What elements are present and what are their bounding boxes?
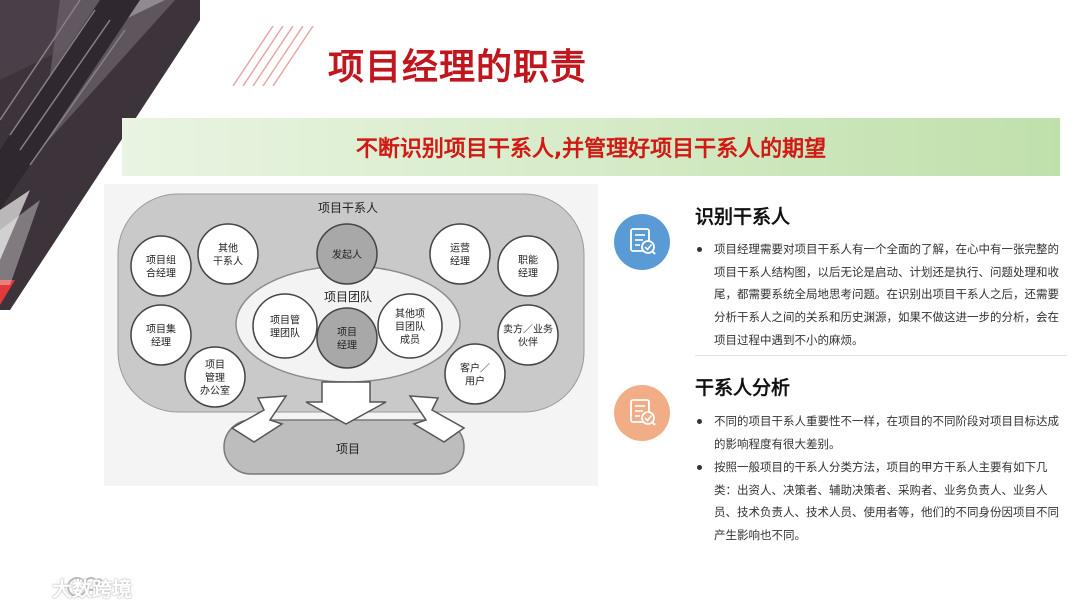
stakeholder-node-portfolio: [130, 235, 192, 297]
stakeholder-node-pmo: [184, 346, 246, 408]
stakeholder-node-label: 项目: [205, 359, 225, 371]
stakeholder-node-label: 合经理: [146, 267, 176, 280]
stakeholder-node-label: 经理: [450, 255, 470, 268]
bullet-item: 不同的项目干系人重要性不一样，在项目的不同阶段对项目目标达成的影响程度有很大差别…: [697, 410, 1063, 455]
stakeholder-node-label: 目团队: [395, 320, 425, 333]
diagram-bottom-label: 项目: [336, 442, 360, 456]
page-title: 项目经理的职责: [328, 47, 588, 88]
stakeholder-node-other-team: [377, 293, 443, 359]
stakeholder-node-label: 其他: [218, 242, 238, 255]
subtitle-banner: 不断识别项目干系人,并管理好项目干系人的期望: [122, 118, 1060, 176]
section-divider: [695, 355, 1067, 356]
stakeholder-node-label: 客户／: [460, 362, 490, 375]
banner-text: 不断识别项目干系人,并管理好项目干系人的期望: [355, 137, 827, 162]
stakeholder-node-functional: [497, 235, 559, 297]
stakeholder-node-operations: [429, 223, 491, 285]
diagram-inner-label: 项目团队: [324, 289, 372, 304]
stakeholder-node-label: 运营: [450, 242, 470, 255]
bullet-text: 不同的项目干系人重要性不一样，在项目的不同阶段对项目目标达成的影响程度有很大差别…: [714, 414, 1059, 451]
stakeholder-node-other-stakeholders: [197, 223, 259, 285]
stakeholder-node-label: 管理: [205, 371, 225, 384]
bullet-text: 项目经理需要对项目干系人有一个全面的了解，在心中有一张完整的项目干系人结构图，以…: [714, 242, 1059, 347]
stakeholder-node-label: 经理: [518, 267, 538, 280]
stakeholder-node-label: 项目集: [146, 323, 176, 336]
watermark-logo-icon: [67, 577, 103, 597]
section-title-analysis: 干系人分析: [695, 377, 791, 399]
stakeholder-node-label: 其他项: [395, 307, 425, 320]
stakeholder-node-label: 成员: [400, 334, 420, 346]
stakeholder-node-label: 办公室: [200, 384, 230, 397]
stakeholder-node-pm-team: [252, 293, 318, 359]
stakeholder-node-label: 干系人: [213, 256, 243, 268]
bullet-dot: [697, 419, 702, 424]
stakeholder-node-label: 用户: [465, 375, 485, 388]
stakeholder-node-label: 职能: [518, 254, 538, 267]
stakeholder-node-label: 项目组: [146, 254, 176, 267]
stakeholder-node-label: 项目: [337, 327, 357, 339]
stakeholder-node-customer: [444, 343, 506, 405]
watermark-text: 大数跨境: [52, 577, 132, 601]
bullet-dot: [697, 247, 702, 252]
stakeholder-node-program: [130, 304, 192, 366]
stakeholder-node-label: 发起人: [332, 248, 362, 261]
bullet-item: 项目经理需要对项目干系人有一个全面的了解，在心中有一张完整的项目干系人结构图，以…: [697, 238, 1063, 352]
section-title-identify: 识别干系人: [695, 206, 791, 228]
stakeholder-node-label: 项目管: [270, 314, 300, 327]
stakeholder-node-label: 经理: [151, 336, 171, 349]
bullet-dot: [697, 465, 702, 470]
document-check-icon: [614, 385, 670, 441]
stakeholder-node-sponsor: [316, 223, 378, 285]
diagram-outer-label: 项目干系人: [318, 201, 378, 215]
stakeholder-node-label: 经理: [337, 339, 357, 352]
stakeholder-node-label: 伙伴: [518, 336, 538, 349]
stakeholder-node-label: 卖方／业务: [503, 323, 553, 336]
document-check-icon: [614, 214, 670, 270]
title-hatch-decoration: [232, 26, 314, 86]
bullet-text: 按照一般项目的干系人分类方法，项目的甲方干系人主要有如下几类：出资人、决策者、辅…: [714, 460, 1059, 543]
stakeholder-node-seller: [497, 304, 559, 366]
corner-decoration: [0, 0, 200, 310]
stakeholder-diagram: 项目干系人 项目团队 项目 项目组合经理其他干系人发起人运营经理职能经理项目集经…: [104, 184, 598, 486]
bullet-item: 按照一般项目的干系人分类方法，项目的甲方干系人主要有如下几类：出资人、决策者、辅…: [697, 456, 1063, 547]
stakeholder-node-label: 理团队: [270, 327, 300, 340]
stakeholder-node-pm: [316, 307, 378, 369]
